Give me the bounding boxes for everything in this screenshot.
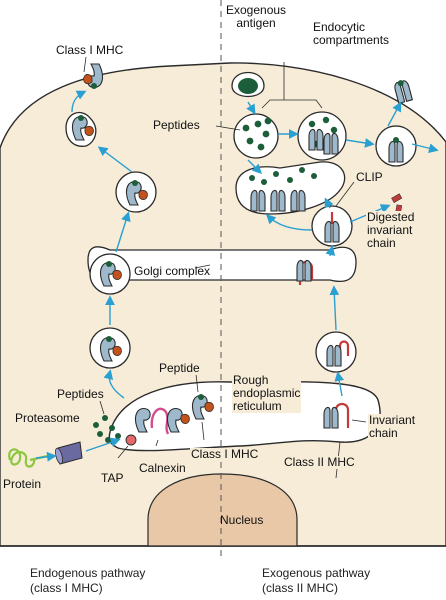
vesicle-left-2	[89, 253, 131, 295]
surface-mhc-ii-top	[392, 79, 413, 104]
label-class-i-mhc-er: Class I MHC	[190, 447, 260, 461]
endocytic-compartment-2	[297, 111, 347, 161]
pathway-arrows	[35, 90, 439, 462]
rough-er-shape	[108, 381, 381, 452]
er-b2m-1	[180, 413, 190, 424]
vesicle-left-3	[115, 171, 157, 213]
nucleus-shape	[147, 473, 298, 547]
clip-vesicle	[311, 205, 353, 247]
vesicle-left-fusing	[65, 111, 97, 147]
vesicle-left-1	[89, 327, 131, 369]
label-proteasome: Proteasome	[14, 411, 81, 425]
caption-exogenous-pathway: Exogenous pathway(class II MHC)	[262, 566, 371, 595]
calnexin-shape	[150, 407, 170, 435]
label-peptide: Peptide	[158, 361, 201, 375]
label-peptides-left: Peptides	[56, 387, 105, 401]
endocytic-compartment-1	[233, 113, 279, 159]
label-class-ii-mhc-er: Class II MHC	[283, 455, 356, 469]
label-peptides-top: Peptides	[152, 118, 201, 132]
label-clip: CLIP	[355, 170, 384, 184]
label-protein: Protein	[2, 477, 43, 491]
fused-compartment	[235, 161, 346, 215]
label-golgi-complex: Golgi complex	[134, 264, 211, 278]
endocytic-compartment-3	[375, 125, 417, 167]
vesicle-right-upper	[315, 331, 357, 373]
tap-transporter	[125, 434, 137, 446]
label-nucleus: Nucleus	[220, 513, 264, 527]
proteasome-shape	[55, 441, 83, 465]
endocytosis-vesicle	[231, 72, 265, 98]
label-tap: TAP	[100, 471, 125, 485]
label-class-i-mhc-top: Class I MHC	[56, 43, 124, 57]
er-b2m-2	[204, 401, 214, 412]
caption-endogenous-pathway: Endogenous pathway(class I MHC)	[30, 566, 146, 595]
cytosol-peptides	[93, 415, 121, 443]
label-calnexin: Calnexin	[138, 461, 187, 475]
